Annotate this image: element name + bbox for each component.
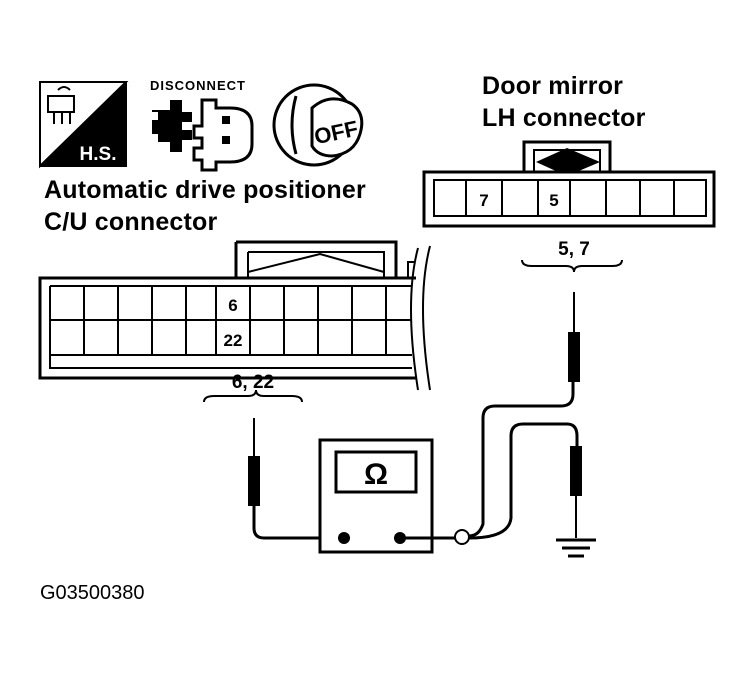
cu-connector-title-line2: C/U connector xyxy=(44,208,218,236)
cu-connector-pins xyxy=(50,286,412,356)
cu-pin-6: 6 xyxy=(228,296,237,315)
cu-terminals-label: 6, 22 xyxy=(232,372,274,393)
probe-mirror xyxy=(400,292,582,545)
connector-disconnect-icon xyxy=(150,98,254,172)
mirror-connector-title-line2: LH connector xyxy=(482,104,646,132)
cu-pin-22: 22 xyxy=(224,331,243,350)
mirror-connector-title-line1: Door mirror xyxy=(482,72,624,100)
mirror-pin-7: 7 xyxy=(479,191,488,210)
ohmmeter-icon: Ω xyxy=(318,438,434,554)
mirror-connector-pins xyxy=(465,180,675,216)
mirror-terminals-label: 5, 7 xyxy=(558,239,590,260)
ground-icon xyxy=(556,538,596,558)
cu-terminal-bracket xyxy=(203,389,303,403)
ignition-key-off-icon: OFF xyxy=(272,83,364,167)
probe-cu xyxy=(248,418,344,540)
mirror-terminal-bracket xyxy=(521,259,623,273)
disconnect-label: DISCONNECT xyxy=(150,78,246,93)
cu-connector-title-line1: Automatic drive positioner xyxy=(44,176,366,204)
harness-sign-label: H.S. xyxy=(80,144,117,165)
ohm-symbol: Ω xyxy=(364,458,388,491)
harness-connector-icon: H.S. xyxy=(39,81,129,169)
mirror-pin-5: 5 xyxy=(549,191,558,210)
mirror-connector: 7 5 xyxy=(422,140,716,228)
figure-id: G03500380 xyxy=(40,582,145,604)
cu-connector: 6 22 xyxy=(38,240,431,391)
